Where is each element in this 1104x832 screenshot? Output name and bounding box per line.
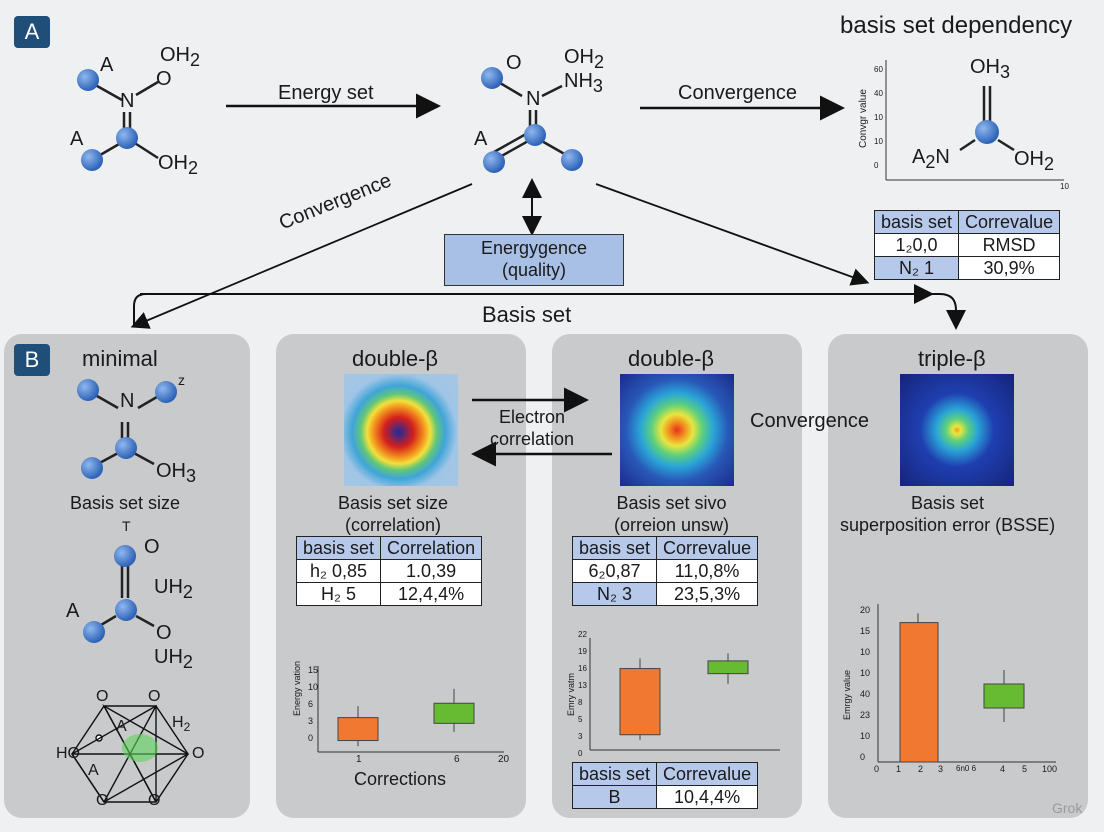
p1-t-label: T: [122, 518, 131, 534]
mol2-oh2: OH2: [564, 46, 605, 72]
mol1-a-left: A: [70, 128, 84, 150]
mol1-oh2-bottom: OH2: [158, 152, 199, 178]
p2-xlabel: Corrections: [354, 769, 447, 789]
mol2-o-label: O: [506, 52, 522, 74]
convergence-label-b: Convergence: [750, 410, 869, 432]
atom: [81, 149, 103, 171]
p2-chart-ylabel: Energy vation: [292, 660, 302, 716]
panel3-box-chart: [589, 638, 780, 751]
p1-a-label: A: [66, 600, 80, 622]
atom: [116, 127, 138, 149]
panel1-molecules: [71, 379, 190, 803]
heatmap-triple-beta: [900, 374, 1014, 486]
section-a-graphics: [77, 60, 1064, 330]
panel4-bar-chart: [877, 604, 1056, 763]
section-a-title: basis set dependency: [840, 12, 1073, 39]
p4-chart-ylabel: Emrgy value: [842, 669, 852, 720]
p1-uh2-top: UH2: [154, 576, 193, 602]
p2-caption: Basis set size(correlation): [338, 493, 449, 535]
convergence-arrow-left: [130, 183, 473, 329]
mol2-nh3: NH3: [564, 70, 603, 96]
mol1-o-label: O: [156, 68, 172, 90]
mol3-oh2: OH2: [1014, 148, 1055, 174]
mol3-a2n: A2N: [912, 146, 950, 172]
arrow-to-table: [595, 183, 870, 286]
box-1: [619, 668, 661, 736]
basis-set-label: Basis set: [482, 302, 572, 327]
convergence-label-top: Convergence: [678, 82, 797, 104]
energy-set-label: Energy set: [278, 82, 374, 104]
table-header: Correvalue: [958, 210, 1061, 234]
panel4-title: triple-β: [918, 346, 986, 371]
mol1-a-label: A: [100, 54, 114, 76]
box-2: [707, 660, 749, 675]
mol3-oh3: OH3: [970, 56, 1011, 82]
heatmap-double-beta-1: [344, 374, 458, 486]
panel3-title: double-β: [628, 346, 715, 371]
mol2-a-label: A: [474, 128, 488, 150]
box-green: [983, 683, 1025, 709]
p3-caption: Basis set sivo(orreion unsw): [614, 493, 730, 535]
quality-box: Energygence (quality): [444, 234, 624, 286]
p1-o-top: O: [144, 536, 160, 558]
p1-caption: Basis set size: [70, 493, 181, 513]
panel2-title: double-β: [352, 346, 439, 371]
panel1-title: minimal: [82, 346, 158, 371]
panel2-box-chart: [317, 666, 504, 753]
p3-chart-ylabel: Emry vatm: [566, 672, 576, 716]
mol2-n-label: N: [526, 88, 541, 110]
section-a-badge: A: [14, 16, 50, 48]
p1-o-bottom: O: [156, 622, 172, 644]
box-1: [337, 717, 379, 742]
p1-uh2-bottom: UH2: [154, 646, 193, 672]
mol1-n-label: N: [120, 90, 135, 112]
mini-chart-xtick: 10: [1060, 182, 1069, 191]
box-2: [433, 702, 475, 724]
section-b-badge: B: [14, 344, 50, 376]
mol1-oh2-top: OH2: [160, 44, 201, 70]
table-header: basis set: [873, 210, 960, 234]
mini-chart-axes: [885, 60, 1064, 181]
atom: [77, 69, 99, 91]
bar-orange: [899, 622, 939, 763]
p1-z-label: z: [178, 372, 185, 388]
watermark: Grok: [1052, 800, 1083, 816]
electron-correlation-arrows: [471, 387, 612, 467]
p1-n-label: N: [120, 390, 135, 412]
heatmap-double-beta-2: [620, 374, 734, 486]
mini-chart-ylabel: Convgr value: [858, 89, 869, 148]
p1-oh3: OH3: [156, 460, 197, 486]
